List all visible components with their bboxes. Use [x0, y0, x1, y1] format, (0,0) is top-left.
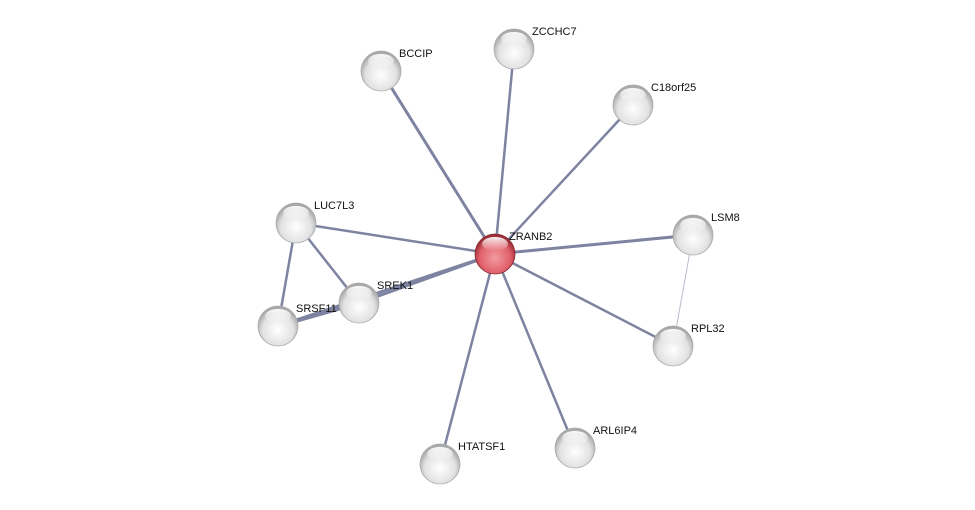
- node-zcchc7[interactable]: ZCCHC7: [493, 26, 577, 70]
- node-srek1[interactable]: SREK1: [338, 280, 413, 324]
- node-rpl32[interactable]: RPL32: [652, 323, 725, 367]
- edge-zranb2-zcchc7[interactable]: [493, 48, 516, 255]
- node-highlight: [562, 431, 588, 445]
- edge-zranb2-c18orf25[interactable]: [494, 104, 634, 255]
- node-highlight: [265, 309, 291, 323]
- node-label: SRSF11: [296, 303, 337, 315]
- node-highlight: [427, 447, 453, 461]
- node-highlight: [368, 54, 394, 68]
- node-label: ZRANB2: [509, 231, 552, 243]
- edge-zranb2-lsm8[interactable]: [494, 233, 694, 256]
- node-label: LSM8: [711, 212, 740, 224]
- node-highlight: [482, 237, 508, 251]
- edge-zranb2-arl6ip4[interactable]: [493, 253, 577, 449]
- node-srsf11[interactable]: SRSF11: [257, 303, 337, 347]
- edge-zranb2-htatsf1[interactable]: [438, 253, 497, 465]
- node-label: BCCIP: [399, 48, 433, 60]
- node-label: LUC7L3: [314, 200, 354, 212]
- node-bccip[interactable]: BCCIP: [360, 48, 433, 92]
- edge-zranb2-rpl32[interactable]: [494, 252, 674, 348]
- node-highlight: [680, 218, 706, 232]
- node-zranb2[interactable]: ZRANB2: [474, 231, 552, 275]
- edge-zranb2-bccip[interactable]: [379, 70, 497, 255]
- node-label: RPL32: [691, 323, 725, 335]
- node-luc7l3[interactable]: LUC7L3: [275, 200, 354, 244]
- node-label: ARL6IP4: [593, 425, 637, 437]
- node-label: SREK1: [377, 280, 413, 292]
- node-highlight: [620, 88, 646, 102]
- node-arl6ip4[interactable]: ARL6IP4: [554, 425, 637, 469]
- node-highlight: [283, 206, 309, 220]
- node-c18orf25[interactable]: C18orf25: [612, 82, 696, 126]
- node-highlight: [346, 286, 372, 300]
- node-highlight: [660, 329, 686, 343]
- node-lsm8[interactable]: LSM8: [672, 212, 740, 256]
- node-htatsf1[interactable]: HTATSF1: [419, 441, 505, 485]
- node-label: ZCCHC7: [532, 26, 577, 38]
- node-label: HTATSF1: [458, 441, 505, 453]
- node-highlight: [501, 32, 527, 46]
- edge-zranb2-luc7l3[interactable]: [295, 221, 496, 256]
- node-label: C18orf25: [651, 82, 696, 94]
